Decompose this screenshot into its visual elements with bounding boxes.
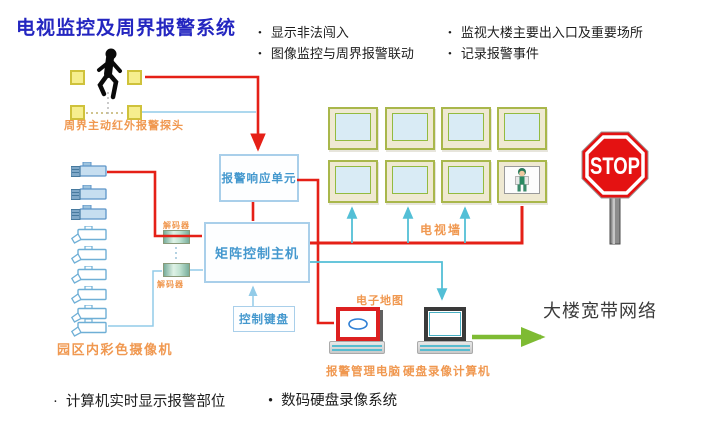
- monitor-screen-intruder: [504, 166, 540, 194]
- dvr-pc-base: [417, 341, 473, 354]
- alarm-pc-label: 报警管理电脑: [326, 366, 401, 378]
- dvr-pc-label: 硬盘录像计算机: [403, 366, 491, 378]
- monitor-screen: [335, 166, 371, 194]
- ir-sensor: [70, 70, 85, 85]
- control-keyboard-box: 控制键盘: [233, 306, 295, 332]
- tv-monitor: [328, 107, 378, 150]
- bullet-item: 显示非法闯入: [258, 23, 414, 44]
- camera-icon: [71, 319, 107, 337]
- bottom-bullet: •数码硬盘录像系统: [268, 393, 398, 409]
- dvr-pc-monitor: [424, 307, 466, 341]
- monitor-screen: [392, 166, 428, 194]
- stop-sign: STOP: [581, 131, 649, 245]
- tv-wall-label: 电视墙: [420, 223, 463, 237]
- feature-list-right: 监视大楼主要出入口及重要场所 记录报警事件: [448, 23, 643, 65]
- alarm-pc-monitor: [336, 307, 380, 341]
- camera-icon: [71, 205, 107, 221]
- ir-sensor: [70, 105, 85, 120]
- decoder-upper: [163, 230, 190, 244]
- broadband-network-label: 大楼宽带网络: [543, 301, 657, 321]
- tv-monitor: [497, 107, 547, 150]
- page-title: 电视监控及周界报警系统: [16, 18, 237, 39]
- alarm-pc-base: [329, 341, 385, 354]
- decoder-lower-label: 解码器: [157, 280, 184, 289]
- tv-monitor: [385, 160, 435, 203]
- tv-monitor: [385, 107, 435, 150]
- dvr-screen: [429, 312, 461, 336]
- monitor-screen: [448, 113, 484, 141]
- camera-icon: [71, 226, 107, 244]
- e-map-sketch-icon: [348, 318, 368, 330]
- alarm-response-unit-box: 报警响应单元: [219, 154, 299, 202]
- wire-ir-to-alarm-unit-red: [145, 75, 266, 152]
- monitor-screen: [335, 113, 371, 141]
- decoder-lower: [163, 263, 190, 277]
- monitor-screen: [504, 113, 540, 141]
- ir-detectors-label: 周界主动红外报警探头: [64, 120, 184, 132]
- camera-icon: [71, 286, 107, 304]
- feature-list-left: 显示非法闯入 图像监控与周界报警联动: [258, 23, 414, 65]
- camera-icon: [71, 246, 107, 264]
- bottom-bullet: ·计算机实时显示报警部位: [53, 394, 226, 410]
- e-map-label: 电子地图: [356, 295, 404, 307]
- intruder-on-screen-icon: [515, 168, 529, 192]
- tv-monitor: [441, 160, 491, 203]
- bullet-item: 图像监控与周界报警联动: [258, 44, 414, 65]
- matrix-controller-box: 矩阵控制主机: [204, 222, 310, 283]
- stop-sign-label: STOP: [590, 153, 640, 180]
- intruder-silhouette-icon: [97, 48, 122, 100]
- monitor-screen: [448, 166, 484, 194]
- wire-cameras-to-decoder-blue: [108, 270, 162, 327]
- ir-sensor: [127, 70, 142, 85]
- bullet-item: 记录报警事件: [448, 44, 643, 65]
- wire-matrix-to-monitor8-red: [310, 206, 524, 245]
- bullet-item: 监视大楼主要出入口及重要场所: [448, 23, 643, 44]
- ir-sensor: [127, 105, 142, 120]
- camera-icon: [71, 162, 107, 178]
- camera-icon: [71, 266, 107, 284]
- tv-monitor-alarm: [497, 160, 547, 203]
- camera-icon: [71, 185, 107, 201]
- tv-monitor: [441, 107, 491, 150]
- bullet-dot: ·: [53, 394, 58, 410]
- campus-cameras-label: 园区内彩色摄像机: [57, 342, 174, 357]
- monitor-screen: [392, 113, 428, 141]
- tv-monitor: [328, 160, 378, 203]
- bullet-dot: •: [268, 393, 274, 409]
